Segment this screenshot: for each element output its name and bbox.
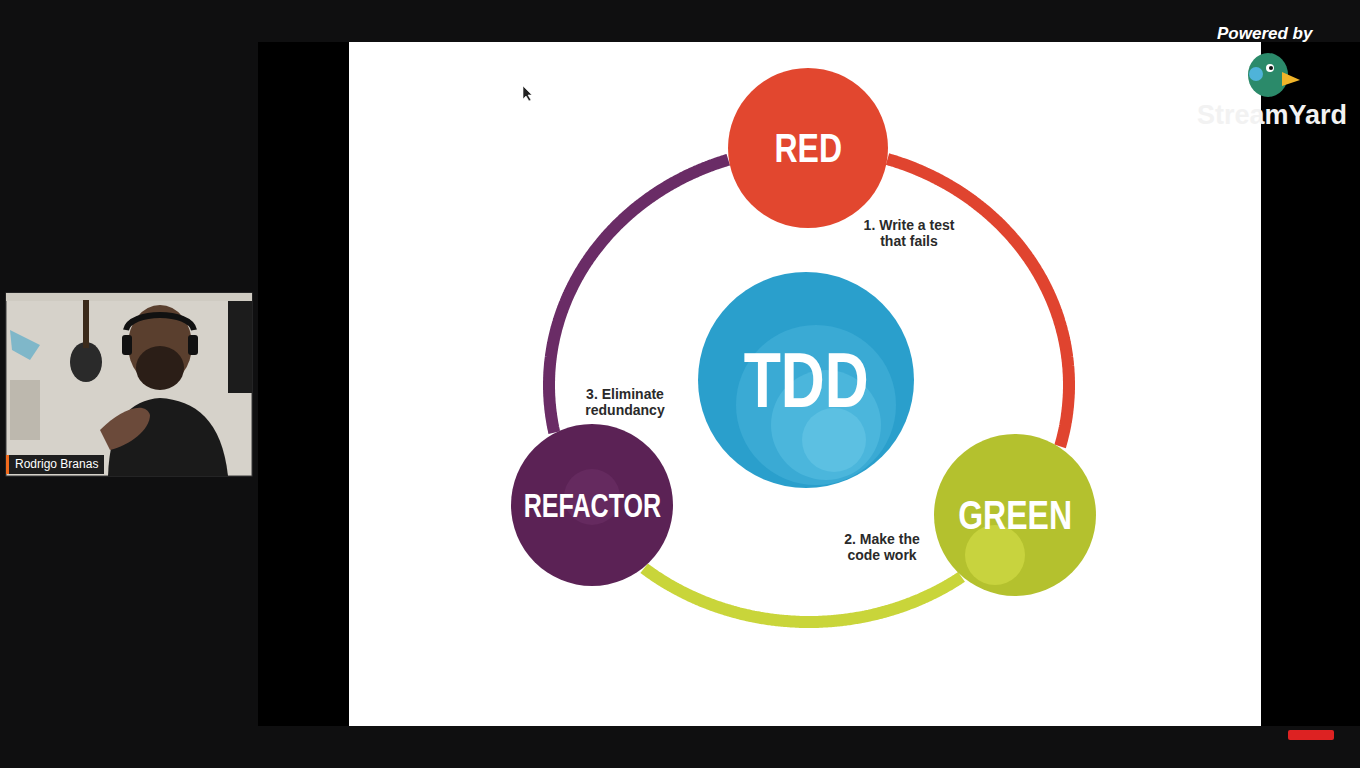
phase-title: GREEN: [958, 495, 1072, 535]
phase-title: REFACTOR: [523, 489, 660, 522]
circle-content: GREEN: [934, 434, 1096, 596]
circle-fill: [698, 272, 914, 488]
circle-shading: [736, 325, 896, 485]
green-phase-circle: GREEN: [934, 434, 1096, 596]
circle-fill: [934, 434, 1096, 596]
streamyard-logo: [1248, 53, 1300, 97]
refactor-phase-circle: REFACTOR: [511, 424, 673, 586]
youtube-badge: [1288, 730, 1334, 740]
circle-fill: [511, 424, 673, 586]
phase-title: TDD: [743, 341, 868, 419]
presenter-name-tag: Rodrigo Branas: [6, 455, 104, 474]
step-caption: 1. Write a test that fails: [853, 217, 965, 249]
cycle-arc: [644, 568, 961, 622]
webcam-feed: [6, 293, 252, 476]
mouse-cursor: [523, 86, 532, 101]
screen-share-panel: [258, 42, 1360, 726]
tdd-center-circle: TDD: [698, 272, 914, 488]
red-phase-circle: RED: [728, 68, 888, 228]
circle-content: TDD: [698, 272, 914, 488]
phase-title: RED: [774, 128, 842, 168]
step-caption: 3. Eliminate redundancy: [568, 386, 682, 418]
streamyard-wordmark: StreamYard: [1197, 100, 1347, 131]
cycle-arc: [888, 159, 1070, 446]
circle-content: REFACTOR: [511, 424, 673, 586]
slide: [349, 42, 1261, 726]
circle-content: RED: [728, 68, 888, 228]
step-caption: 2. Make the code work: [830, 531, 934, 563]
circle-fill: [728, 68, 888, 228]
powered-by-text: Powered by: [1217, 24, 1312, 44]
